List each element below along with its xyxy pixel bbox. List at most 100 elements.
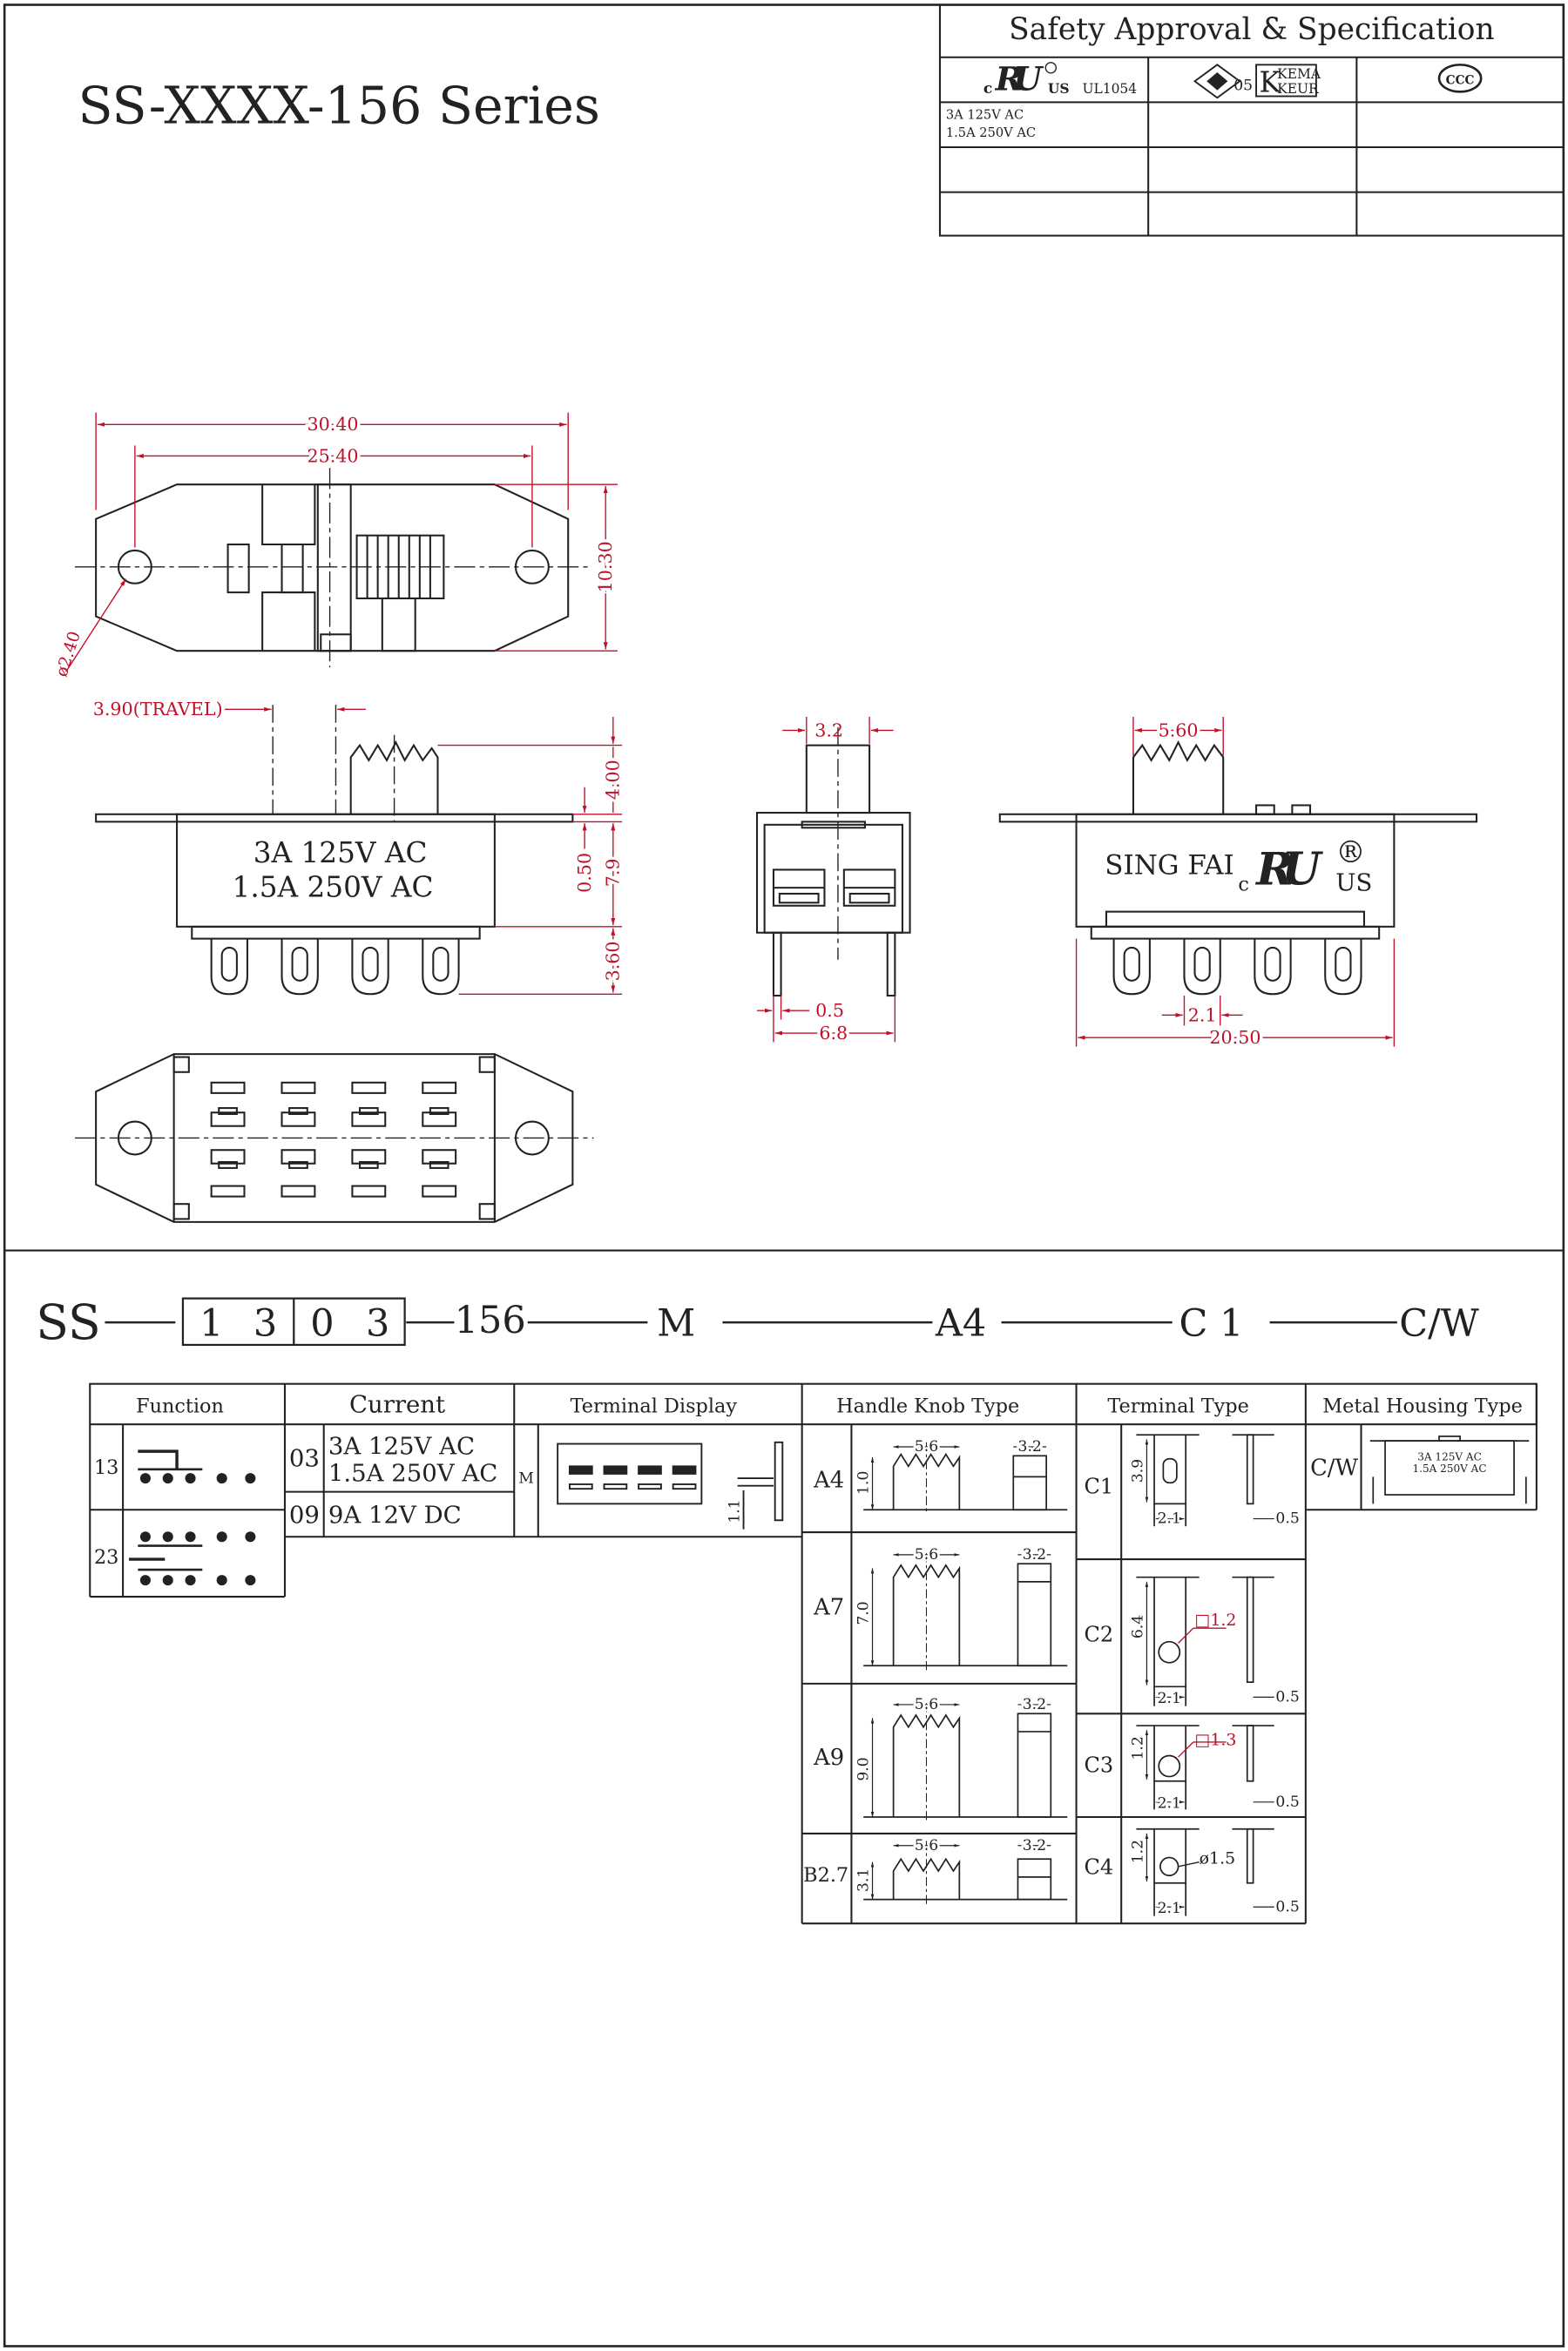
knob-row-a9: A9 5.6 3.2 9.0 [813, 1694, 1068, 1822]
terminal-c2-width: 2.1 [1158, 1690, 1181, 1707]
part-digit-1: 1 [199, 1302, 223, 1346]
dim-pin-length: 3.60 [603, 941, 624, 981]
knob-b27-width: 5.6 [915, 1837, 938, 1854]
housing-line2: 1.5A 250V AC [1413, 1463, 1487, 1475]
svg-text:c: c [1238, 874, 1249, 896]
part-housing-code: C/W [1399, 1302, 1479, 1346]
dim-pin-pitch: 2.1 [1188, 1004, 1217, 1025]
top-view-dimensions [65, 412, 618, 672]
approval-rating-line1: 3A 125V AC [946, 107, 1024, 122]
terminal-display-header: Terminal Display [571, 1395, 738, 1417]
sheet-border [3, 3, 1565, 2348]
terminal-row-c3: C3 1.2 □1.3 2.1 0.5 [1085, 1725, 1300, 1814]
svg-text:U: U [1013, 59, 1044, 98]
knob-row-b27: B2.7 5.6 3.2 3.1 [803, 1834, 1068, 1904]
housing-header: Metal Housing Type [1322, 1395, 1523, 1417]
knob-a4-height: 1.0 [855, 1471, 872, 1495]
knob-a7-height: 7.0 [855, 1601, 872, 1625]
dim-knob-height: 4.00 [603, 760, 624, 800]
dim-travel: 3.90(TRAVEL) [93, 699, 223, 719]
terminal-c3-hole: □1.3 [1195, 1730, 1237, 1749]
dim-hole-diameter: ø2.40 [52, 629, 84, 679]
kema-logo-icon: K KEMA KEUR [1255, 64, 1321, 98]
terminal-display-icon [557, 1441, 784, 1530]
part-digit-3: 0 [310, 1302, 334, 1346]
current-03-line1: 3A 125V AC [328, 1433, 475, 1461]
rear-view-drawing [998, 740, 1478, 940]
rear-view-pins [1112, 938, 1362, 996]
dim-rear-knob: 5.60 [1159, 719, 1199, 740]
top-view-drawing [75, 468, 592, 668]
housing-icon [1369, 1436, 1530, 1504]
side-view-pins [210, 938, 460, 996]
knob-a9-thickness: 3.2 [1023, 1696, 1046, 1713]
terminal-code-c2: C2 [1085, 1623, 1114, 1647]
svg-text:KEUR: KEUR [1277, 81, 1320, 97]
approval-table [938, 3, 1565, 237]
knob-a7-width: 5.6 [915, 1546, 938, 1564]
rear-view-dimensions [1075, 716, 1396, 1047]
function-header: Function [136, 1395, 224, 1417]
part-number-code: SS 1 3 0 3 156 M A4 C 1 C/W [36, 1294, 1479, 1350]
spec-table-grid [89, 1382, 1538, 1925]
approval-title: Safety Approval & Specification [1009, 12, 1495, 47]
part-knob-code: A4 [935, 1302, 986, 1346]
terminal-c1-thick: 0.5 [1275, 1510, 1299, 1528]
terminal-c1-height: 3.9 [1129, 1459, 1146, 1483]
terminal-c3-height: 1.2 [1129, 1736, 1146, 1760]
knob-b27-thickness: 3.2 [1023, 1837, 1046, 1854]
knob-code-a7: A7 [813, 1595, 844, 1621]
terminal-row-c2: C2 6.4 □1.2 2.1 0.5 [1085, 1576, 1300, 1710]
terminal-c4-width: 2.1 [1158, 1900, 1181, 1917]
enec-logo-icon: 05 [1193, 64, 1253, 99]
part-terminal-code: M [657, 1302, 695, 1346]
function-23-schematic-icon [128, 1531, 256, 1586]
side-view-drawing [95, 705, 574, 940]
dim-end-knob: 3.2 [814, 719, 843, 740]
dim-body-side: 7.9 [603, 858, 624, 887]
part-prefix: SS [36, 1294, 100, 1350]
approval-rating-line2: 1.5A 250V AC [946, 125, 1036, 140]
housing-code: C/W [1310, 1456, 1358, 1482]
terminal-code-c3: C3 [1085, 1753, 1114, 1777]
ccc-logo-icon: CCC [1437, 64, 1483, 93]
knob-a7-thickness: 3.2 [1023, 1546, 1046, 1564]
terminal-code-c1: C1 [1085, 1474, 1114, 1498]
function-code-23: 23 [94, 1546, 118, 1569]
knob-code-b27: B2.7 [803, 1864, 848, 1887]
dim-end-width: 6.8 [819, 1023, 848, 1044]
svg-text:R: R [995, 59, 1023, 98]
current-09-line1: 9A 12V DC [328, 1502, 462, 1530]
svg-text:c: c [983, 80, 992, 98]
part-digit-4: 3 [366, 1302, 389, 1346]
current-03-line2: 1.5A 250V AC [328, 1460, 497, 1488]
ul-standard: UL1054 [1082, 81, 1137, 97]
knob-a4-thickness: 3.2 [1018, 1438, 1042, 1456]
series-title: SS-XXXX-156 Series [78, 76, 599, 135]
knob-b27-height: 3.1 [855, 1868, 872, 1892]
dim-plate-thickness: 0.50 [574, 853, 595, 893]
svg-text:05: 05 [1233, 78, 1253, 95]
part-digit-2: 3 [253, 1302, 277, 1346]
svg-text:K: K [1260, 65, 1281, 98]
terminal-row-c4: C4 1.2 ø1.5 2.1 0.5 [1085, 1827, 1300, 1920]
part-terminal-type-code: C 1 [1179, 1302, 1243, 1346]
terminal-c2-thick: 0.5 [1275, 1689, 1299, 1706]
brand-text: SING FAI [1105, 850, 1234, 882]
terminal-c2-height: 6.4 [1129, 1615, 1146, 1638]
terminal-c4-hole: ø1.5 [1200, 1848, 1235, 1868]
part-series: 156 [455, 1299, 526, 1342]
svg-text:®: ® [1335, 835, 1365, 870]
bottom-view-drawing [75, 1053, 594, 1223]
end-view-drawing [755, 726, 911, 997]
dim-overall-length: 30.40 [307, 414, 358, 435]
svg-text:US: US [1048, 80, 1070, 97]
ul-logo-icon: c R U US UL1054 [983, 59, 1137, 98]
knob-header: Handle Knob Type [836, 1395, 1019, 1417]
svg-text:U: U [1281, 844, 1323, 896]
function-code-13: 13 [94, 1456, 118, 1479]
terminal-row-c1: C1 3.9 2.1 0.5 [1085, 1434, 1300, 1530]
housing-line1: 3A 125V AC [1417, 1450, 1482, 1463]
dim-rear-span: 20.50 [1209, 1027, 1260, 1048]
